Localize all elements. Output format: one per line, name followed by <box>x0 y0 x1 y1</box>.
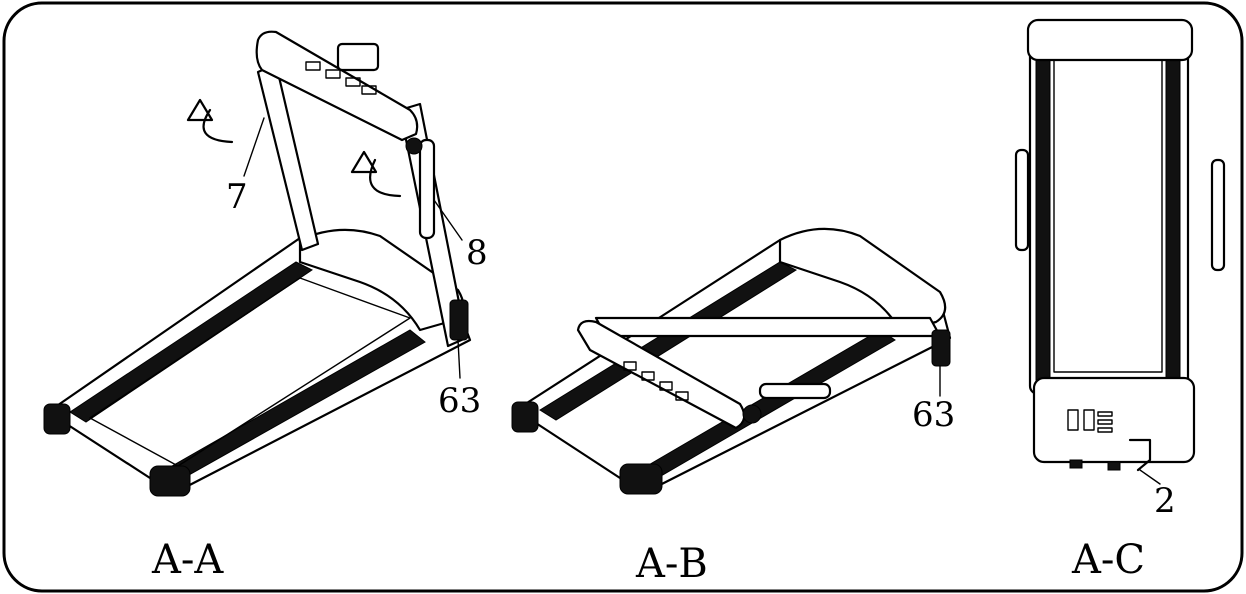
support-lever <box>1128 438 1152 472</box>
caption-a-b: A-B <box>636 541 708 587</box>
foot <box>1069 459 1083 469</box>
vent-slot <box>1097 427 1113 433</box>
console-key <box>641 371 655 381</box>
handle-joint <box>742 404 762 424</box>
side-handle <box>1014 148 1030 252</box>
motor-hood <box>778 227 947 332</box>
vent-slot <box>1097 419 1113 425</box>
vent-slot <box>1067 409 1079 431</box>
side-handle <box>418 138 436 240</box>
fold-latch <box>449 299 469 341</box>
curved-arrow-icon <box>350 150 402 198</box>
end-cap <box>43 403 71 435</box>
running-surface <box>89 277 411 467</box>
foot <box>1107 461 1121 471</box>
console-holder <box>336 42 380 72</box>
side-handle <box>758 382 832 400</box>
base-housing <box>1032 376 1196 464</box>
console-key <box>659 381 673 391</box>
view-a-a-drawing <box>43 30 472 497</box>
console-key <box>675 391 689 401</box>
end-cap <box>619 463 663 495</box>
side-handle <box>1210 158 1226 272</box>
folded-upright <box>594 316 942 338</box>
end-cap <box>511 401 539 433</box>
fold-latch <box>931 329 951 367</box>
leader-line <box>1139 469 1161 485</box>
console-key <box>361 85 377 95</box>
callout-7: 7 <box>226 177 248 217</box>
leader-line <box>433 199 463 241</box>
upright-right <box>1165 39 1181 381</box>
vent-slot <box>1097 411 1113 417</box>
callout-8: 8 <box>466 233 488 273</box>
belt-stripe <box>539 261 798 421</box>
caption-a-c: A-C <box>1072 537 1146 583</box>
console-key <box>325 69 341 79</box>
end-cap <box>149 465 191 497</box>
curved-arrow-icon <box>186 98 234 144</box>
console-top <box>1026 18 1194 62</box>
callout-2: 2 <box>1154 481 1176 521</box>
vent-slot <box>1083 409 1095 431</box>
console <box>255 30 419 142</box>
leader-line <box>457 339 461 379</box>
handle-joint <box>405 137 423 155</box>
caption-a-a: A-A <box>152 537 224 583</box>
console-key <box>345 77 361 87</box>
console-key <box>305 61 321 71</box>
leader-line <box>243 117 265 177</box>
view-a-b-drawing <box>511 227 952 495</box>
console-key <box>623 361 637 371</box>
callout-63: 63 <box>438 381 482 421</box>
callout-63: 63 <box>912 395 956 435</box>
upright-left <box>1035 39 1051 381</box>
console <box>576 319 746 430</box>
view-a-c-drawing <box>1014 18 1226 485</box>
belt-stripe <box>69 261 313 423</box>
